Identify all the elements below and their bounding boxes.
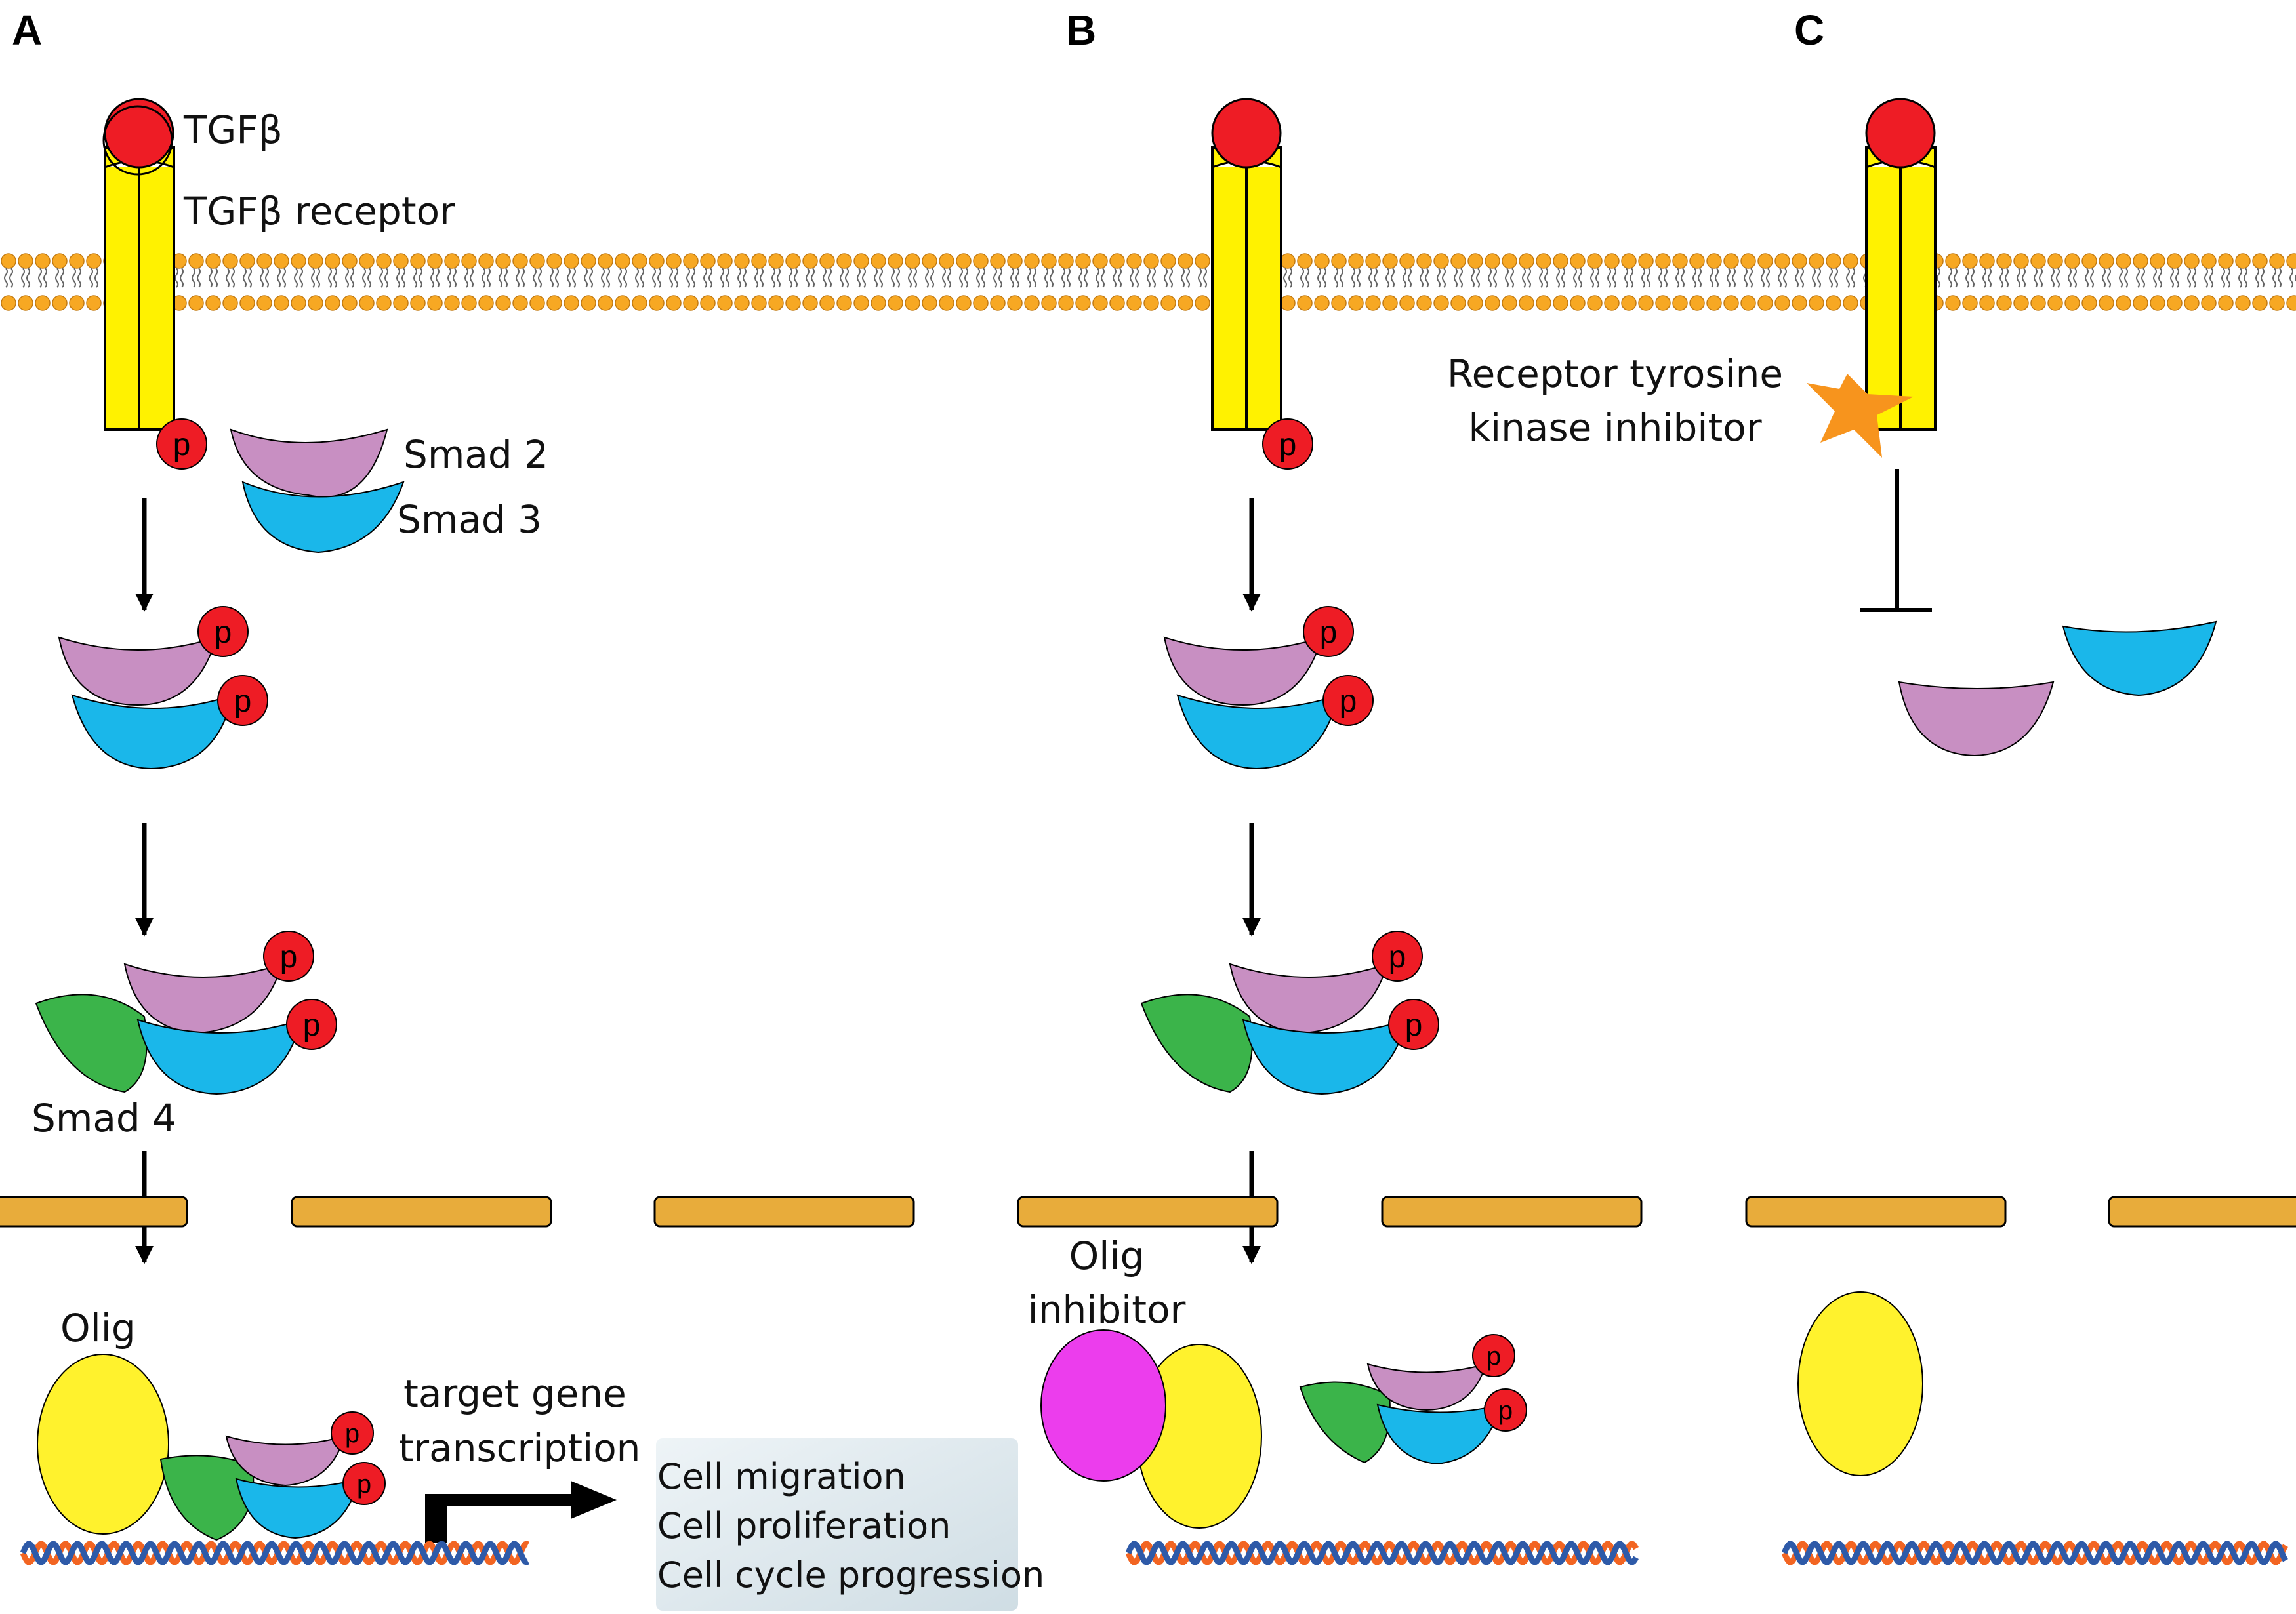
svg-text:p: p — [1389, 940, 1406, 975]
cell-membrane — [0, 252, 2296, 312]
smad23-phospho-b: p p — [1163, 606, 1374, 770]
smad-complex-b: p p — [1140, 931, 1439, 1095]
outcome-item: Cell migration — [657, 1456, 906, 1497]
smad3-free-c — [2062, 620, 2217, 696]
smad23-phospho-a: p p — [58, 606, 268, 770]
svg-text:p: p — [1320, 615, 1338, 650]
svg-text:p: p — [303, 1008, 321, 1043]
olig-inhibitor-label-line2: inhibitor — [1028, 1287, 1186, 1332]
dna-strand-a2 — [20, 1541, 530, 1565]
tgfb-ligand-c — [1865, 98, 1936, 169]
olig-inhibitor-label-line1: Olig — [1069, 1234, 1145, 1278]
smad-complex-a: p p — [35, 931, 337, 1095]
svg-text:p: p — [1405, 1008, 1423, 1043]
smad3-free-a — [241, 481, 405, 554]
rtk-inhibitor-label-line1: Receptor tyrosine — [1447, 352, 1783, 396]
smad4-label: Smad 4 — [31, 1096, 176, 1140]
target-gene-label-line2: transcription — [399, 1426, 641, 1470]
smad2-free-c — [1898, 681, 2055, 757]
dna-strand-c2 — [1781, 1541, 2288, 1565]
smad3-label: Smad 3 — [397, 497, 542, 542]
tgfb-ligand-b — [1211, 98, 1282, 169]
receptor-phospho-b: p — [1262, 418, 1313, 470]
svg-text:p: p — [215, 615, 232, 650]
outcome-item: Cell cycle progression — [657, 1554, 1044, 1596]
svg-text:p: p — [345, 1419, 359, 1448]
outcome-box: Cell migration Cell proliferation Cell c… — [656, 1438, 1044, 1611]
panel-label-b: B — [1066, 7, 1096, 54]
smad-complex-b-nucleus: p p — [1299, 1334, 1527, 1465]
smad2-free-a — [230, 428, 388, 498]
olig-c — [1797, 1291, 1923, 1476]
receptor-phospho-a: p — [156, 418, 207, 470]
target-gene-label-line1: target gene — [403, 1371, 626, 1416]
receptor-b — [1211, 98, 1282, 431]
tgfb-ligand-a — [104, 98, 174, 169]
tgfb-label: TGFβ — [183, 108, 283, 152]
svg-text:p: p — [234, 684, 252, 719]
svg-text:p: p — [1279, 428, 1297, 462]
panel-label-a: A — [12, 7, 42, 54]
panel-label-c: C — [1794, 7, 1824, 54]
inhibition-symbol — [1860, 469, 1932, 612]
receptor-a — [102, 98, 175, 431]
rtk-inhibitor-label-line2: kinase inhibitor — [1468, 405, 1761, 450]
svg-text:p: p — [1498, 1396, 1513, 1425]
svg-text:p: p — [1486, 1342, 1501, 1371]
svg-text:p: p — [357, 1470, 371, 1499]
svg-text:p: p — [280, 940, 298, 975]
dna-strand-b2 — [1125, 1541, 1639, 1565]
smad2-label: Smad 2 — [403, 432, 548, 477]
olig-a — [37, 1354, 169, 1535]
smad-complex-dna-a: p p — [159, 1411, 386, 1541]
outcome-item: Cell proliferation — [657, 1505, 951, 1546]
receptor-c — [1865, 98, 1937, 431]
olig-inhibitor — [1040, 1329, 1166, 1482]
olig-label-a: Olig — [60, 1306, 136, 1350]
transcription-arrow — [425, 1481, 617, 1543]
rtk-inhibitor-star — [1807, 374, 1914, 458]
svg-text:p: p — [1340, 684, 1357, 719]
tgfb-receptor-label: TGFβ receptor — [183, 189, 455, 233]
nuclear-envelope — [0, 1196, 2296, 1228]
svg-text:p: p — [173, 428, 191, 462]
